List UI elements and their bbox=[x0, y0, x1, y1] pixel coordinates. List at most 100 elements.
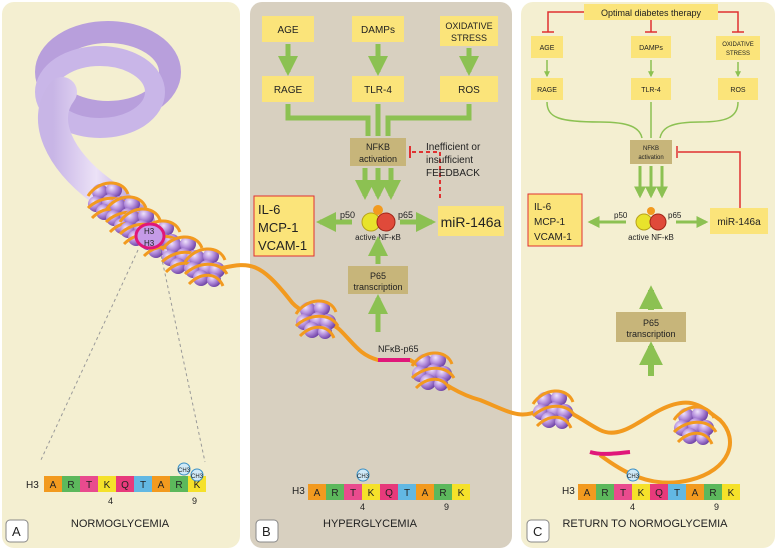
methyl-tag: CH3 bbox=[627, 474, 640, 480]
residue-box bbox=[380, 484, 398, 500]
age-label: AGE bbox=[277, 25, 298, 36]
residue-label: A bbox=[50, 480, 57, 491]
residue-box bbox=[170, 476, 188, 492]
transcription-label-b: transcription bbox=[353, 282, 402, 292]
methyl-tag: CH3 bbox=[178, 468, 191, 474]
residue-label: Q bbox=[385, 488, 393, 499]
residue-label: A bbox=[422, 488, 429, 499]
residue-box bbox=[344, 484, 362, 500]
c-damps-label: DAMPs bbox=[639, 45, 663, 52]
residue-box bbox=[362, 484, 380, 500]
zoom-line-left bbox=[39, 249, 139, 463]
methyl-tag: CH3 bbox=[357, 474, 370, 480]
c-mir146a-box bbox=[710, 208, 768, 234]
residue-box bbox=[614, 484, 632, 500]
residue-box bbox=[416, 484, 434, 500]
position-9: 9 bbox=[192, 496, 197, 506]
residue-label: T bbox=[620, 488, 626, 499]
oxidative-label-1: OXIDATIVE bbox=[445, 21, 492, 31]
residue-box bbox=[188, 476, 206, 492]
mcp1-label: MCP-1 bbox=[258, 220, 298, 235]
h3-label-1: H3 bbox=[144, 227, 155, 236]
feedback-line-2: insufficient bbox=[426, 155, 473, 166]
therapy-box bbox=[584, 4, 718, 20]
active-nfkb-dimer bbox=[361, 205, 396, 232]
residue-label: R bbox=[709, 488, 716, 499]
c-tlr4-box bbox=[631, 78, 671, 100]
nucleosome-c1 bbox=[531, 388, 577, 431]
c-age-box bbox=[531, 36, 563, 58]
c-oxidative-label-2: STRESS bbox=[726, 51, 750, 57]
feedback-line-1: Inefficient or bbox=[426, 142, 481, 153]
residue-box bbox=[632, 484, 650, 500]
nucleosome-b2 bbox=[410, 350, 456, 393]
panel-c-caption: RETURN TO NORMOGLYCEMIA bbox=[562, 518, 728, 530]
residue-label: K bbox=[728, 488, 735, 499]
c-p65-label: p65 bbox=[668, 211, 682, 220]
c-mir146a-label: miR-146a bbox=[717, 217, 761, 228]
c-rage-box bbox=[531, 78, 563, 100]
residue-label: R bbox=[439, 488, 446, 499]
h3-tail-prefix: H3 bbox=[26, 480, 39, 491]
nfkb-activation-label-2: activation bbox=[359, 154, 397, 164]
c-age-label: AGE bbox=[540, 45, 555, 52]
panel-b-caption: HYPERGLYCEMIA bbox=[323, 518, 418, 530]
rage-label: RAGE bbox=[274, 85, 303, 96]
panel-b-badge bbox=[255, 519, 279, 543]
panel-c-pathway: Optimal diabetes therapy AGE DAMPs OXIDA… bbox=[527, 4, 768, 376]
nucleosome-b1 bbox=[294, 298, 340, 341]
tlr4-box bbox=[352, 76, 404, 102]
panel-a-letter: A bbox=[12, 524, 21, 539]
c-p65-label: P65 bbox=[643, 318, 659, 328]
c-damps-box bbox=[631, 36, 671, 58]
residue-label: Q bbox=[121, 480, 129, 491]
oxidative-label-2: STRESS bbox=[451, 33, 487, 43]
nfkb-p65-label: NFκB-p65 bbox=[378, 344, 419, 354]
c-nfkb-label-1: NFKB bbox=[643, 146, 659, 152]
c-p65-transcription-box bbox=[616, 312, 686, 342]
dna-segment-pink-c bbox=[589, 450, 631, 456]
residue-label: R bbox=[331, 488, 338, 499]
panel-c-badge bbox=[526, 519, 550, 543]
residue-label: T bbox=[350, 488, 356, 499]
residue-label: T bbox=[674, 488, 680, 499]
residue-label: K bbox=[458, 488, 465, 499]
residue-label: Q bbox=[655, 488, 663, 499]
residue-box bbox=[578, 484, 596, 500]
therapy-label: Optimal diabetes therapy bbox=[601, 8, 702, 18]
p65-label-b: P65 bbox=[370, 271, 386, 281]
methyl-tag: CH3 bbox=[191, 474, 204, 480]
nucleosome-c2 bbox=[672, 404, 718, 447]
residue-box bbox=[434, 484, 452, 500]
residue-box bbox=[134, 476, 152, 492]
residue-label: R bbox=[67, 480, 74, 491]
c-targets-box bbox=[527, 193, 583, 247]
c-nfkb-label-2: activation bbox=[638, 155, 663, 161]
residue-box bbox=[452, 484, 470, 500]
vcam1-label: VCAM-1 bbox=[258, 238, 307, 253]
residue-box bbox=[62, 476, 80, 492]
residue-box bbox=[596, 484, 614, 500]
c-ros-box bbox=[718, 78, 758, 100]
c-il6-label: IL-6 bbox=[534, 202, 552, 213]
residue-label: A bbox=[692, 488, 699, 499]
c-oxidative-box bbox=[716, 36, 760, 60]
c-ros-label: ROS bbox=[730, 87, 746, 94]
age-box bbox=[262, 16, 314, 42]
c-rage-label: RAGE bbox=[537, 87, 557, 94]
damps-label: DAMPs bbox=[361, 25, 395, 36]
c-vcam1-label: VCAM-1 bbox=[534, 232, 572, 243]
residue-label: K bbox=[194, 480, 201, 491]
p50-label: p50 bbox=[340, 210, 355, 220]
residue-box bbox=[686, 484, 704, 500]
p65-transcription-box bbox=[348, 266, 408, 294]
damps-box bbox=[352, 16, 404, 42]
c-nfkb-activation-box bbox=[630, 140, 672, 164]
panel-b-letter: B bbox=[262, 524, 271, 539]
h3-tail-prefix: H3 bbox=[562, 486, 575, 497]
residue-label: K bbox=[368, 488, 375, 499]
c-transcription-label: transcription bbox=[626, 329, 675, 339]
c-oxidative-label-1: OXIDATIVE bbox=[722, 42, 754, 48]
